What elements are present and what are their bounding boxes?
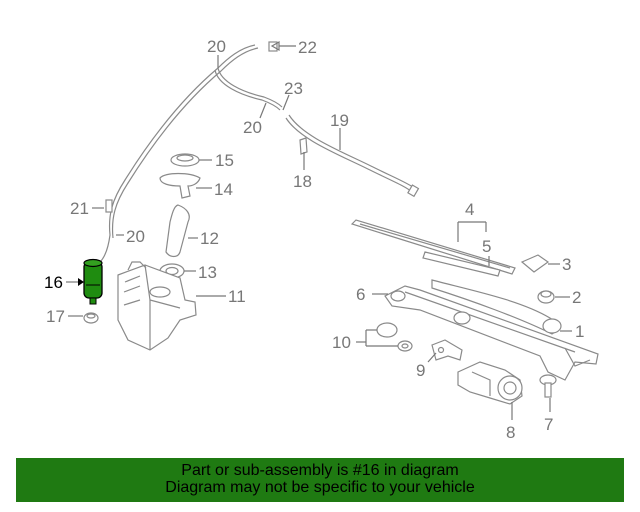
filler-neck [159, 172, 201, 199]
pivot-cover [376, 322, 398, 338]
washer-hose [99, 41, 283, 263]
info-banner: Part or sub-assembly is #16 in diagram D… [16, 458, 624, 502]
wiper-linkage [384, 285, 599, 381]
pump-grommet-top [86, 313, 96, 319]
callout-3: 3 [562, 255, 571, 274]
callout-6: 6 [356, 285, 365, 304]
callout-17: 17 [46, 307, 65, 326]
callout-8: 8 [506, 423, 515, 442]
callout-20-mid: 20 [243, 118, 262, 137]
callout-18: 18 [293, 172, 312, 191]
callout-16: 16 [44, 273, 63, 292]
bolt [539, 374, 557, 398]
callout-21: 21 [70, 199, 89, 218]
callout-15: 15 [215, 151, 234, 170]
banner-line-part: Part or sub-assembly is #16 in diagram [181, 462, 459, 479]
hose-clip-18 [299, 137, 308, 155]
callout-2: 2 [572, 288, 581, 307]
callout-19: 19 [330, 111, 349, 130]
filler-cap-top [176, 154, 194, 162]
callout-23: 23 [284, 79, 303, 98]
pivot-washer-hole [401, 343, 409, 349]
callout-4: 4 [465, 200, 474, 219]
callout-5: 5 [482, 237, 491, 256]
wiper-hose [285, 114, 420, 198]
callout-20-top: 20 [207, 37, 226, 56]
hose-end [407, 184, 420, 198]
callout-1: 1 [575, 322, 584, 341]
washer-reservoir [117, 261, 197, 351]
banner-line-disclaimer: Diagram may not be specific to your vehi… [165, 479, 475, 496]
callout-labels: 20 22 23 20 19 18 15 14 21 20 12 13 11 1… [44, 37, 584, 442]
callout-7: 7 [544, 415, 553, 434]
callout-14: 14 [214, 180, 233, 199]
washer-pump [83, 258, 103, 305]
callout-9: 9 [416, 361, 425, 380]
wiper-motor [457, 361, 523, 405]
callout-10: 10 [332, 333, 351, 352]
callout-11: 11 [228, 287, 246, 306]
parts-diagram: 20 22 23 20 19 18 15 14 21 20 12 13 11 1… [44, 37, 599, 442]
wiper-blade [350, 219, 516, 277]
pivot-nut-top [540, 290, 552, 298]
hose-clip [105, 199, 113, 213]
callout-13: 13 [198, 263, 217, 282]
callout-22: 22 [298, 38, 317, 57]
wiper-arm [431, 279, 562, 335]
callout-12: 12 [200, 229, 219, 248]
leader-lines [66, 40, 572, 420]
filler-tube [165, 204, 190, 258]
callout-20-low: 20 [126, 227, 145, 246]
pivot-cap [520, 254, 550, 273]
bracket-hole [437, 346, 445, 354]
motor-bracket [431, 339, 463, 361]
